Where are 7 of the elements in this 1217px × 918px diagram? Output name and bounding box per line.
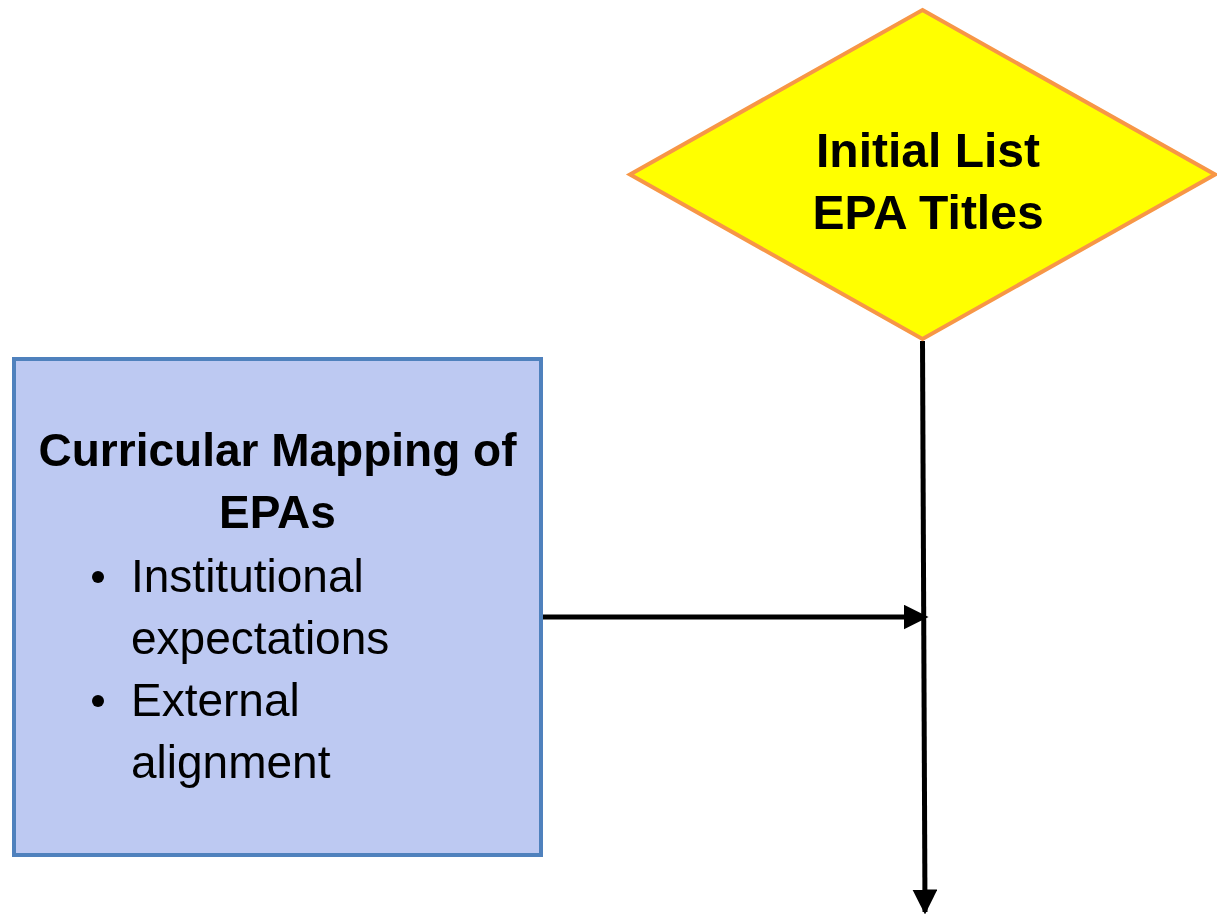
bullet-text: Institutional expectations	[131, 549, 391, 666]
box-heading: Curricular Mapping of EPAs	[37, 423, 518, 540]
arrow	[543, 604, 929, 630]
arrow	[912, 341, 938, 915]
process-box	[12, 357, 543, 857]
node-label: Initial List EPA Titles	[811, 123, 1045, 241]
bullet-text: External alignment	[131, 673, 332, 790]
